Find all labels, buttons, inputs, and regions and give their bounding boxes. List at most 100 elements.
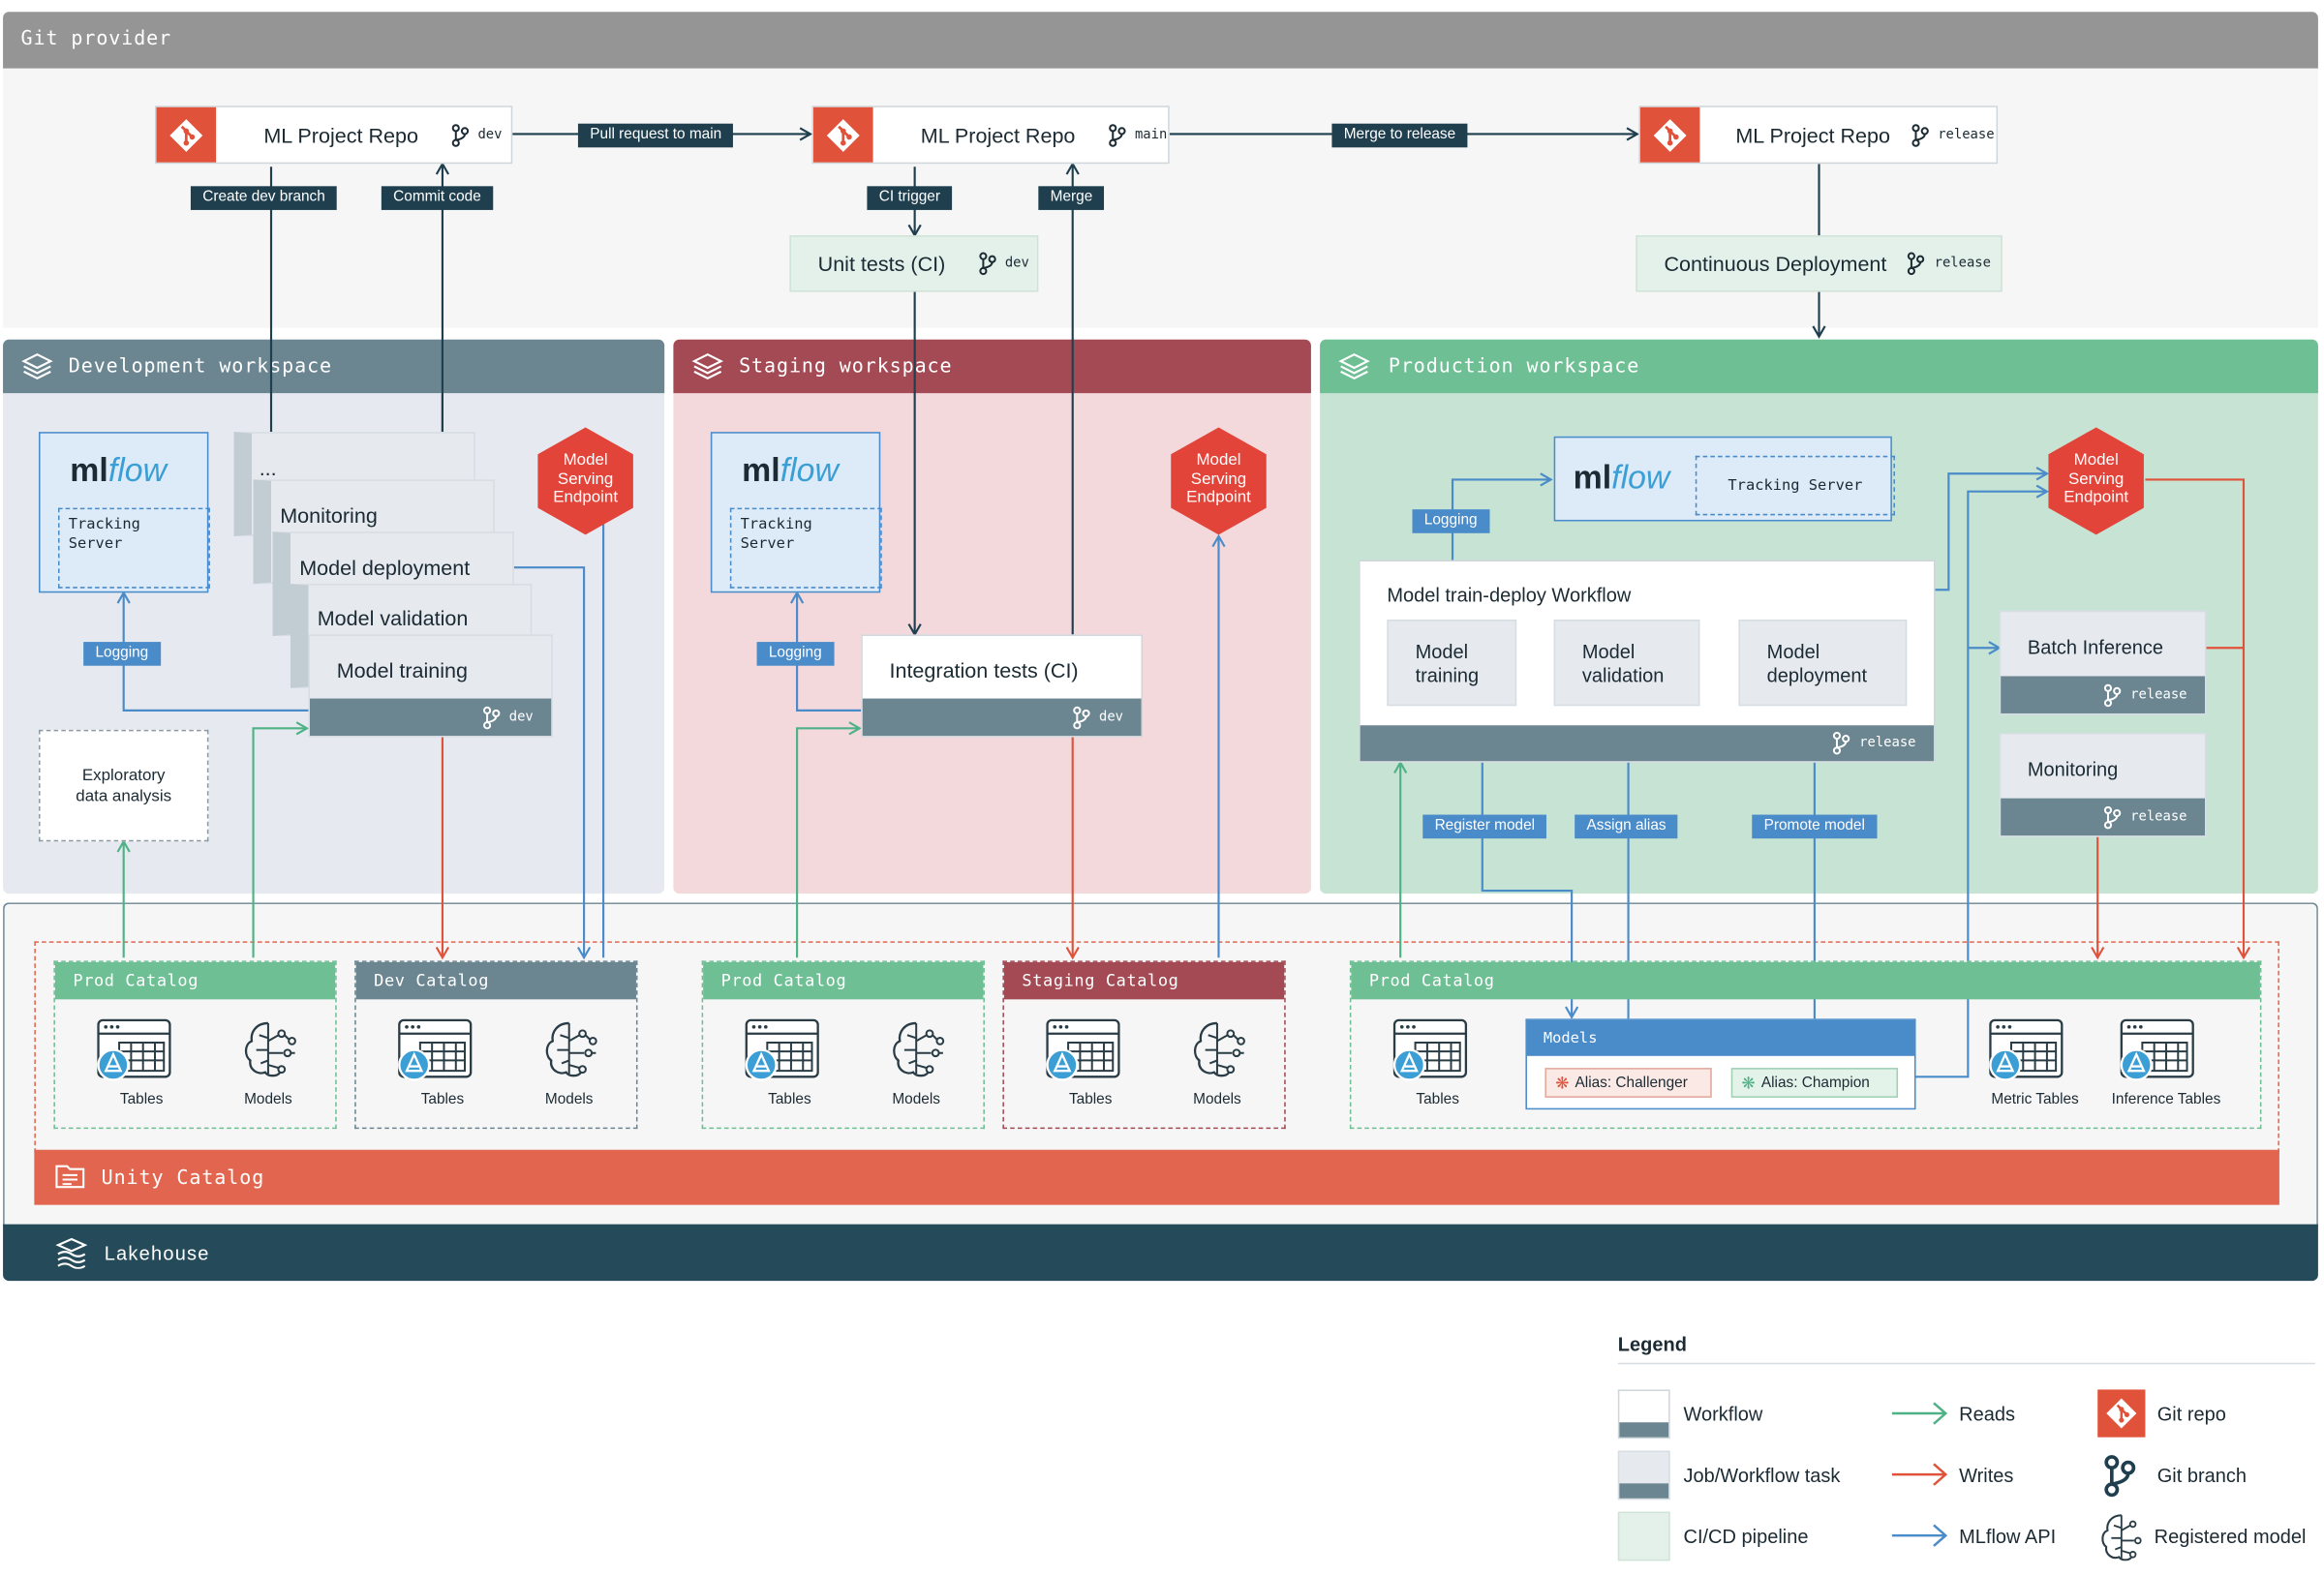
repo-dev[interactable]: ML Project Repo dev: [155, 106, 513, 165]
dev-mlflow-box[interactable]: mlflow Tracking Server: [39, 432, 210, 593]
prod-mlflow-box[interactable]: mlflow Tracking Server: [1553, 436, 1895, 522]
assign-alias-tag: Assign alias: [1575, 814, 1678, 839]
brain-icon: ❋: [1741, 1075, 1756, 1093]
alias-champion[interactable]: ❋ Alias: Champion: [1730, 1068, 1899, 1098]
git-provider-title: Git provider: [20, 28, 172, 51]
repo-main[interactable]: ML Project Repo main: [811, 106, 1170, 165]
model-serving-endpoint-icon[interactable]: [2047, 426, 2146, 536]
legend-writes: Writes: [1959, 1464, 2014, 1487]
dev-dev-catalog[interactable]: Dev Catalog: [354, 960, 638, 1130]
tables-icon: [1046, 1018, 1120, 1081]
git-branch-icon: [1832, 731, 1850, 755]
model-serving-endpoint-icon[interactable]: [1170, 426, 1269, 536]
prod-step-deployment[interactable]: [1738, 620, 1908, 707]
branch-label: release: [1938, 127, 1995, 142]
git-branch-icon: [2103, 805, 2122, 829]
catalog-header: Prod Catalog: [703, 961, 984, 1000]
git-branch-icon: [978, 252, 996, 276]
git-repo-icon: [156, 106, 217, 163]
staging-workspace-title: Staging workspace: [739, 355, 953, 379]
alias-champion-label: Alias: Champion: [1760, 1075, 1870, 1091]
legend-mlflow-api: MLflow API: [1959, 1525, 2057, 1548]
models-label: Models: [892, 1091, 940, 1108]
model-serving-endpoint-icon[interactable]: [536, 426, 635, 536]
batch-inference-label: Batch Inference: [2027, 635, 2163, 659]
logging-tag: Logging: [756, 642, 834, 666]
prod-step-validation[interactable]: [1553, 620, 1700, 707]
catalog-header: Prod Catalog: [1351, 961, 2260, 1000]
git-branch-icon: [2103, 682, 2122, 707]
unit-tests-label: Unit tests (CI): [817, 252, 946, 276]
layers-icon: [1338, 352, 1370, 379]
prod-monitoring-task[interactable]: release: [1999, 732, 2207, 837]
tables-label: Tables: [768, 1091, 811, 1108]
branch-label: main: [1134, 127, 1168, 142]
models-label: Models: [544, 1091, 594, 1108]
stg-staging-catalog[interactable]: Staging Catalog: [1002, 960, 1286, 1130]
integration-tests-label: Integration tests (CI): [889, 658, 1079, 682]
monitoring-branch-footer: release: [2001, 798, 2205, 836]
models-label: Models: [1193, 1091, 1241, 1108]
tables-icon: [398, 1018, 473, 1081]
unity-catalog-title: Unity Catalog: [101, 1167, 265, 1191]
metric-tables-label: Metric Tables: [1991, 1091, 2079, 1108]
repo-release[interactable]: ML Project Repo release: [1638, 106, 1999, 165]
unit-tests-ci[interactable]: Unit tests (CI) dev: [789, 235, 1039, 292]
tracking-server-label: Tracking Server: [1695, 455, 1895, 516]
models-icon: [244, 1021, 297, 1077]
workflow-title: Model train-deploy Workflow: [1387, 584, 1632, 607]
unity-catalog-bar: [34, 1149, 2279, 1205]
catalog-header: Dev Catalog: [355, 961, 636, 1000]
legend-arrows: [1891, 1402, 1948, 1547]
legend-workflow-swatch: [1617, 1389, 1670, 1440]
tables-label: Tables: [1416, 1091, 1459, 1108]
dev-task-training[interactable]: dev: [308, 634, 553, 738]
ellipsis-label: ...: [259, 455, 277, 480]
catalog-header: Prod Catalog: [54, 961, 336, 1000]
legend-registered-model-icon: [2101, 1514, 2142, 1561]
branch-label: dev: [477, 127, 503, 142]
integration-tests-workflow[interactable]: dev: [861, 634, 1144, 738]
unity-catalog-icon: [55, 1165, 85, 1189]
ci-trigger-tag: CI trigger: [867, 186, 953, 210]
legend-git-branch-icon: [2104, 1455, 2136, 1498]
staging-mlflow-box[interactable]: mlflow Tracking Server: [710, 432, 882, 593]
dev-prod-catalog[interactable]: Prod Catalog: [53, 960, 337, 1130]
legend-workflow: Workflow: [1683, 1403, 1763, 1426]
eda-box[interactable]: Exploratory data analysis: [39, 729, 209, 842]
alias-challenger[interactable]: ❋ Alias: Challenger: [1544, 1068, 1712, 1098]
branch-label: release: [2130, 687, 2187, 703]
git-branch-icon: [1908, 252, 1925, 276]
branch-label: dev: [1099, 710, 1124, 725]
merge-tag: Merge: [1038, 186, 1105, 210]
inference-tables-icon: [2120, 1018, 2194, 1081]
endpoint-label: Model Serving Endpoint: [553, 451, 619, 507]
layers-icon: [691, 352, 724, 379]
dev-workspace-title: Development workspace: [68, 355, 333, 379]
batch-inference-task[interactable]: release: [1999, 610, 2207, 715]
commit-code-tag: Commit code: [381, 186, 494, 210]
step-label: Model validation: [1581, 640, 1665, 687]
prod-prod-catalog[interactable]: Prod Catalog: [1349, 960, 2262, 1130]
dev-workspace-header: [3, 339, 665, 394]
legend-divider: [1617, 1362, 2315, 1365]
training-branch-footer: dev: [310, 698, 552, 737]
git-branch-icon: [482, 706, 500, 729]
step-label: Model training: [1415, 640, 1480, 687]
legend-git-repo: Git repo: [2156, 1403, 2226, 1426]
tables-icon: [1392, 1018, 1468, 1081]
git-branch-icon: [1911, 123, 1929, 147]
lakehouse-bar: [3, 1224, 2318, 1282]
git-branch-icon: [451, 123, 469, 147]
branch-label: release: [2130, 809, 2187, 825]
prod-step-training[interactable]: [1387, 620, 1517, 707]
logging-tag: Logging: [83, 642, 161, 666]
brain-icon: ❋: [1555, 1075, 1570, 1093]
continuous-deployment-ci[interactable]: Continuous Deployment release: [1636, 235, 2003, 292]
merge-release-tag: Merge to release: [1331, 123, 1468, 148]
mlflow-logo: mlflow: [1573, 458, 1670, 497]
branch-label: release: [1859, 736, 1916, 751]
stg-prod-catalog[interactable]: Prod Catalog: [701, 960, 985, 1130]
